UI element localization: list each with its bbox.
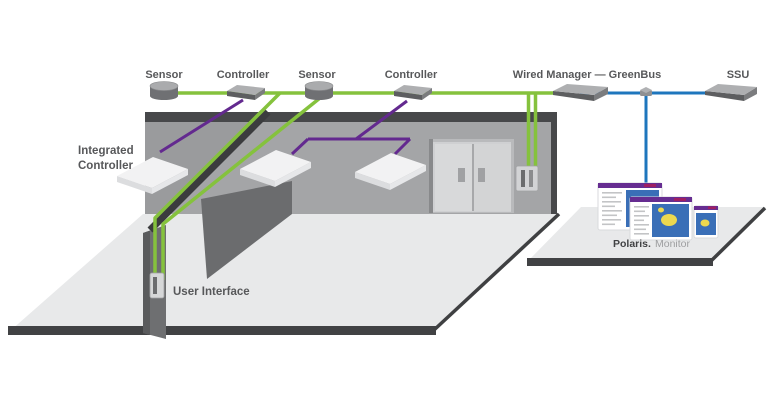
integrated-controller-panel-1 bbox=[117, 157, 188, 194]
panel-drop-lines bbox=[159, 98, 412, 156]
door-leaf-left bbox=[435, 144, 472, 211]
integrated-controller-label-line2: Controller bbox=[78, 160, 133, 172]
wired-manager-icon bbox=[553, 84, 608, 101]
roof-edge bbox=[145, 112, 557, 122]
wired-manager-label: Wired Manager — GreenBus bbox=[513, 69, 661, 81]
main-floor-right-edge bbox=[432, 212, 561, 332]
platform-front-edge bbox=[527, 258, 713, 266]
user-interface-label: User Interface bbox=[173, 286, 250, 298]
corridor-right-wall bbox=[201, 181, 292, 279]
platform-right-edge bbox=[709, 206, 767, 263]
controller-1-icon bbox=[227, 85, 265, 100]
integrated-controller-label-line1: Integrated bbox=[78, 145, 134, 157]
main-floor bbox=[8, 212, 561, 335]
monitor-screen-medium bbox=[629, 196, 693, 241]
ssu-icon bbox=[705, 84, 757, 101]
sensor-1-icon bbox=[149, 81, 179, 100]
greenbus-corridor-run bbox=[153, 91, 322, 280]
door-handle-right bbox=[478, 168, 485, 182]
controller-1-label: Controller bbox=[217, 69, 270, 81]
greenbus-wall-drop bbox=[526, 94, 538, 170]
sensor-1-label: Sensor bbox=[145, 69, 183, 81]
wall-switch-device bbox=[515, 165, 539, 192]
door bbox=[429, 139, 514, 213]
polaris-brand-label: Polaris. bbox=[613, 238, 651, 250]
polaris-product-label: Monitor bbox=[655, 238, 691, 250]
polaris-screens bbox=[597, 182, 719, 241]
integrated-controller-panel-2 bbox=[240, 150, 311, 187]
controller-2-label: Controller bbox=[385, 69, 438, 81]
controller-2-icon bbox=[394, 85, 432, 100]
sensor-2-label: Sensor bbox=[298, 69, 336, 81]
main-floor-front-edge bbox=[8, 326, 436, 335]
ssu-label: SSU bbox=[727, 69, 750, 81]
wall-right-edge bbox=[551, 112, 557, 214]
user-interface-device bbox=[149, 272, 165, 299]
bus-junction bbox=[640, 87, 652, 96]
corridor-wall-top-edge bbox=[147, 109, 271, 233]
sensor-2-icon bbox=[304, 81, 334, 100]
integrated-controller-panel-3 bbox=[355, 153, 426, 190]
monitor-screen-small bbox=[693, 205, 719, 239]
door-handle-left bbox=[458, 168, 465, 182]
ssu-line bbox=[580, 91, 710, 186]
